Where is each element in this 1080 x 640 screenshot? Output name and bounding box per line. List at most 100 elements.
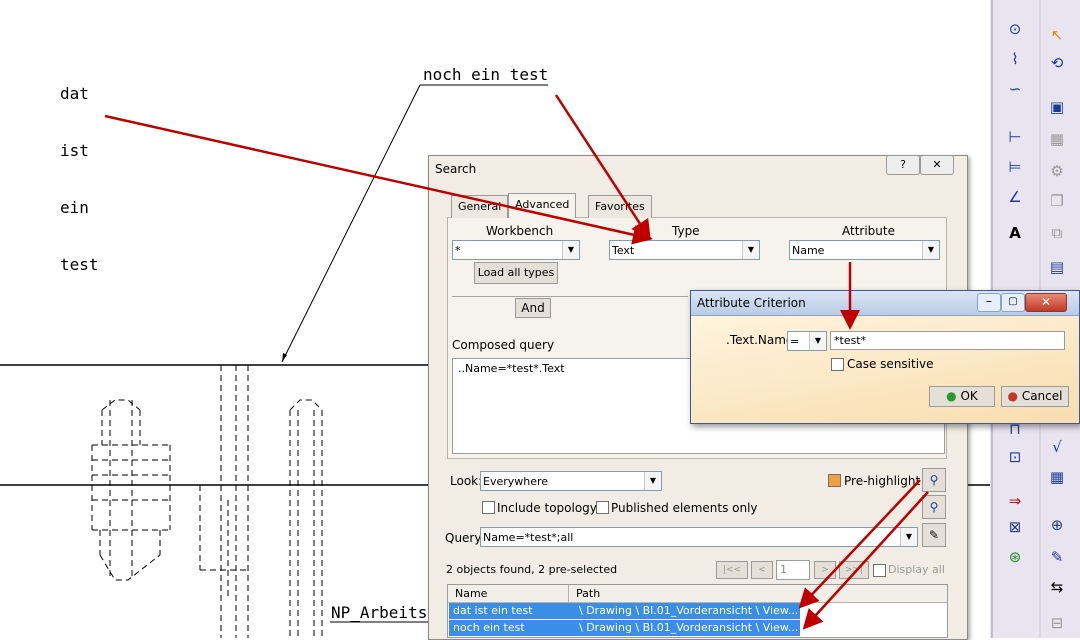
view-icon[interactable]: ▣: [1049, 98, 1065, 116]
search-dialog-title: Search: [435, 162, 477, 176]
type-select[interactable]: Text ▼: [609, 240, 760, 260]
tab-favorites[interactable]: Favorites: [588, 195, 652, 218]
display-all-checkbox[interactable]: [873, 564, 886, 577]
maximize-icon[interactable]: ▢: [1001, 293, 1025, 312]
published-only-label: Published elements only: [611, 501, 758, 515]
chevron-down-icon[interactable]: ▼: [742, 241, 759, 259]
chevron-down-icon[interactable]: ▼: [922, 241, 939, 259]
grid-icon[interactable]: ▦: [1049, 130, 1065, 148]
close-icon[interactable]: ✕: [1025, 293, 1067, 312]
arrow-end-icon[interactable]: ⇒: [1008, 492, 1022, 510]
search-select-binoculars-icon[interactable]: ⚲: [922, 495, 946, 519]
tab-advanced[interactable]: Advanced: [508, 193, 577, 218]
curve-icon[interactable]: ∽: [1008, 80, 1022, 98]
chevron-down-icon[interactable]: ▼: [562, 241, 579, 259]
dimension-icon[interactable]: ⊢: [1008, 128, 1022, 146]
results-header: [448, 585, 947, 603]
previous-page-button[interactable]: <: [751, 561, 773, 579]
column-header-name[interactable]: Name: [455, 587, 488, 600]
note-text-multiline[interactable]: dat ist ein test: [60, 46, 99, 293]
point-icon[interactable]: ⊙: [1008, 20, 1022, 38]
workbench-label: Workbench: [486, 224, 554, 238]
leader-note-text[interactable]: noch ein test: [423, 65, 549, 84]
workbench-select[interactable]: * ▼: [452, 240, 580, 260]
angle-dimension-icon[interactable]: ∠: [1008, 188, 1022, 206]
results-row[interactable]: noch ein test \ Drawing \ Bl.01_Vorderan…: [449, 620, 800, 636]
page-number-input[interactable]: 1: [776, 560, 810, 580]
first-page-button[interactable]: |<<: [716, 561, 748, 579]
positioning-icon[interactable]: ⊠: [1008, 518, 1022, 536]
note-line: ist: [60, 141, 89, 160]
text-icon[interactable]: A: [1009, 224, 1021, 242]
display-all-label: Display all: [888, 563, 945, 576]
row-path: \ Drawing \ Bl.01_Vorderansicht \ View..…: [579, 604, 799, 617]
query-label: Query:: [445, 531, 485, 545]
next-page-button[interactable]: >: [814, 561, 836, 579]
view-name-label[interactable]: NP_Arbeits: [331, 603, 428, 622]
and-button[interactable]: And: [515, 298, 551, 318]
column-header-path[interactable]: Path: [576, 587, 601, 600]
note-line: dat: [60, 84, 89, 103]
separator: [452, 296, 688, 297]
pre-highlight-checkbox[interactable]: [828, 474, 841, 487]
gear-icon[interactable]: ⚙: [1050, 162, 1064, 180]
column-divider: [568, 585, 569, 602]
results-count: 2 objects found, 2 pre-selected: [446, 563, 618, 576]
chevron-down-icon[interactable]: ▼: [900, 528, 917, 546]
cancel-label: Cancel: [1021, 389, 1063, 403]
chevron-down-icon[interactable]: ▼: [644, 472, 661, 490]
hatching-icon[interactable]: ⊡: [1008, 448, 1022, 466]
include-topology-checkbox[interactable]: [482, 501, 495, 514]
align-icon[interactable]: ⇆: [1050, 578, 1064, 596]
load-all-types-button[interactable]: Load all types: [474, 262, 558, 284]
case-sensitive-checkbox[interactable]: [831, 358, 844, 371]
paint-icon[interactable]: ✎: [1050, 548, 1064, 566]
attribute-value-input[interactable]: *test*: [830, 331, 1065, 350]
roughness-icon[interactable]: √: [1052, 438, 1062, 456]
attribute-value: Name: [792, 244, 825, 257]
attribute-criterion-dialog: Attribute Criterion – ▢ ✕ .Text.Name = ▼…: [690, 290, 1080, 424]
cancel-button[interactable]: ● Cancel: [1001, 386, 1069, 407]
query-input[interactable]: Name=*test*;all ▼: [480, 527, 918, 547]
note-line: test: [60, 255, 99, 274]
results-row[interactable]: dat ist ein test \ Drawing \ Bl.01_Vorde…: [449, 603, 800, 619]
update-icon[interactable]: ⊛: [1008, 548, 1022, 566]
look-select[interactable]: Everywhere ▼: [480, 471, 662, 491]
tab-general[interactable]: General: [451, 195, 509, 218]
minimize-icon[interactable]: –: [977, 293, 1001, 312]
ok-button[interactable]: ● OK: [929, 386, 995, 407]
ok-label: OK: [960, 389, 978, 403]
include-topology-label: Include topology: [497, 501, 597, 515]
profile-icon[interactable]: ⌇: [1011, 50, 1019, 68]
pre-highlight-label: Pre-highlight: [844, 474, 921, 488]
help-button[interactable]: ?: [886, 155, 920, 175]
chained-dimension-icon[interactable]: ⊨: [1008, 158, 1022, 176]
chevron-down-icon[interactable]: ▼: [809, 332, 826, 350]
lock-icon[interactable]: ⊟: [1050, 614, 1064, 632]
published-only-checkbox[interactable]: [596, 501, 609, 514]
attribute-name-label: .Text.Name: [726, 333, 794, 347]
grid-table-icon[interactable]: ▦: [1049, 468, 1065, 486]
dress-up-icon[interactable]: ⧉: [1051, 224, 1063, 242]
composed-query-text: ..Name=*test*.Text: [458, 362, 565, 375]
close-button[interactable]: ✕: [920, 155, 954, 175]
row-path: \ Drawing \ Bl.01_Vorderansicht \ View..…: [579, 621, 799, 634]
table-icon[interactable]: ▤: [1049, 258, 1065, 276]
operator-value: =: [790, 335, 800, 348]
copy-icon[interactable]: ❐: [1050, 192, 1064, 210]
row-name: noch ein test: [453, 621, 525, 634]
select-arrow-icon[interactable]: ↖: [1050, 26, 1064, 44]
composed-query-label: Composed query: [452, 338, 555, 352]
attribute-select[interactable]: Name ▼: [789, 240, 940, 260]
search-binoculars-icon[interactable]: ⚲: [922, 468, 946, 492]
type-label: Type: [672, 224, 700, 238]
target-icon[interactable]: ⊕: [1050, 516, 1064, 534]
note-line: ein: [60, 198, 89, 217]
attribute-dialog-title: Attribute Criterion: [697, 296, 806, 310]
datum-icon[interactable]: ⊓: [1009, 420, 1021, 438]
add-favorite-icon[interactable]: ✎: [922, 523, 946, 547]
case-sensitive-label: Case sensitive: [847, 357, 934, 371]
last-page-button[interactable]: >>|: [839, 561, 869, 579]
operator-select[interactable]: = ▼: [787, 331, 827, 351]
rotate-icon[interactable]: ⟲: [1050, 54, 1064, 72]
